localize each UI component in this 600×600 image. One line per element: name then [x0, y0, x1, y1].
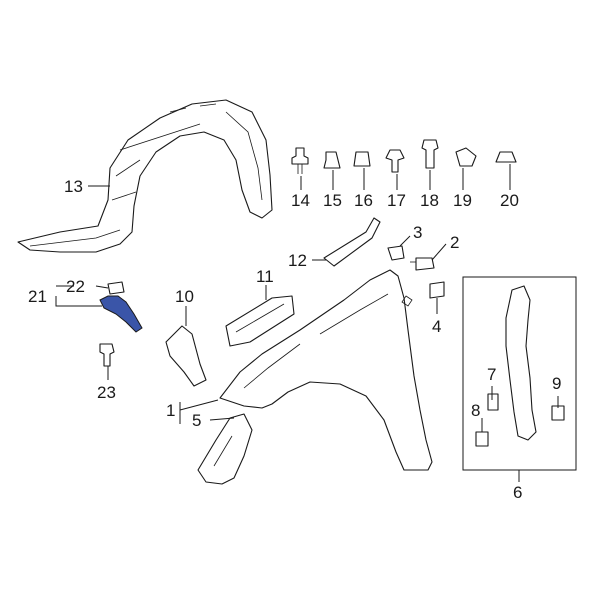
callout-22: 22 [66, 277, 85, 296]
callout-21: 21 [28, 287, 47, 306]
highlighted-bracket-part-21[interactable] [99, 295, 143, 333]
clip-part-8[interactable] [475, 431, 489, 447]
callout-9: 9 [552, 374, 561, 393]
callout-20: 20 [500, 191, 519, 210]
clip-part-20[interactable] [495, 151, 517, 163]
callout-7: 7 [487, 365, 496, 384]
callout-15: 15 [323, 191, 342, 210]
clip-part-3[interactable] [387, 245, 405, 261]
callout-2: 2 [450, 233, 459, 252]
clip-part-16[interactable] [353, 151, 371, 167]
clip-part-22[interactable] [107, 281, 125, 295]
callout-4: 4 [432, 317, 441, 336]
seal-part-6[interactable] [505, 285, 537, 441]
callout-3: 3 [413, 223, 422, 242]
bolt-part-23[interactable] [99, 343, 115, 367]
bracket-part-5[interactable] [197, 413, 253, 485]
clip-part-15[interactable] [323, 151, 341, 169]
callout-16: 16 [354, 191, 373, 210]
bracket-part-10[interactable] [165, 325, 207, 387]
callout-18: 18 [420, 191, 439, 210]
callout-8: 8 [471, 401, 480, 420]
callout-13: 13 [64, 177, 83, 196]
fender-panel-part-1[interactable] [219, 269, 433, 471]
clip-part-14[interactable] [291, 147, 309, 174]
clip-part-9[interactable] [551, 405, 565, 421]
clip-part-18[interactable] [421, 139, 439, 169]
leader-lines [55, 164, 559, 482]
pad-part-4[interactable] [429, 281, 445, 299]
fender-liner-part-13[interactable] [17, 99, 273, 253]
callout-10: 10 [175, 287, 194, 306]
clip-part-19[interactable] [455, 147, 477, 167]
callout-11: 11 [256, 267, 274, 286]
callout-19: 19 [453, 191, 472, 210]
callout-6: 6 [513, 483, 522, 502]
clip-part-17[interactable] [385, 149, 405, 173]
callout-labels: 13 14 15 16 17 18 19 20 12 3 2 4 11 10 1… [28, 177, 561, 502]
bolt-part-2[interactable] [410, 257, 435, 271]
callout-23: 23 [97, 383, 116, 402]
callout-14: 14 [291, 191, 310, 210]
clip-part-7[interactable] [487, 393, 499, 411]
callout-12: 12 [288, 251, 307, 270]
bracket-part-11[interactable] [225, 295, 295, 347]
callout-5: 5 [192, 411, 201, 430]
callout-1: 1 [166, 401, 175, 420]
molding-part-12[interactable] [323, 217, 381, 267]
callout-17: 17 [387, 191, 406, 210]
